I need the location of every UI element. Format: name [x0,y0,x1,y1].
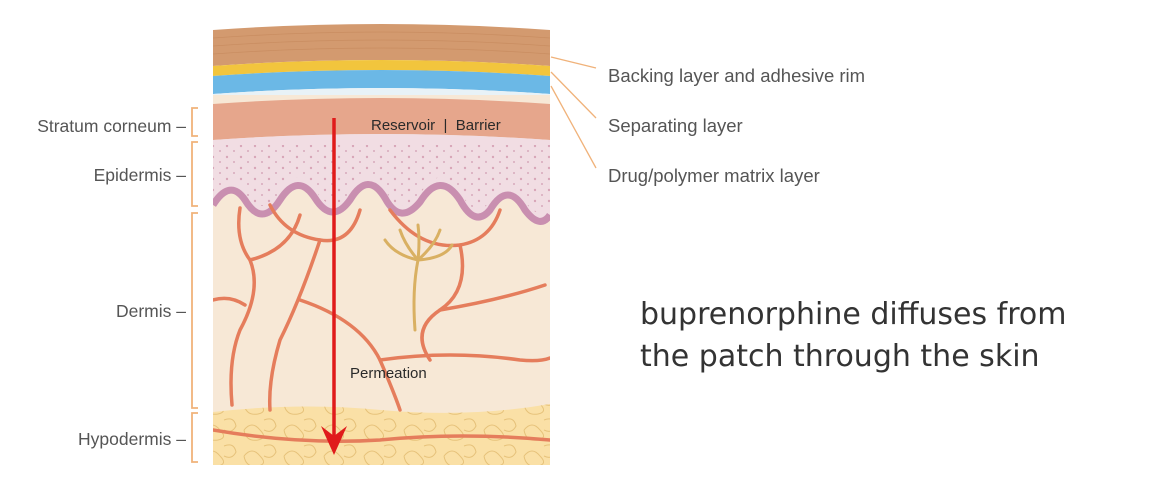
basal-layer [213,181,550,225]
epidermis-label: Epidermis – [94,165,187,185]
stratum-corneum-layer [213,98,550,140]
stratum-corneum-label: Stratum corneum – [37,116,186,136]
dermis-label: Dermis – [116,301,186,321]
caption: buprenorphine diffuses from the patch th… [640,294,1140,378]
caption-line-2: the patch through the skin [640,339,1040,374]
fat-cells [213,404,550,465]
backing-layer-label: Backing layer and adhesive rim [608,65,865,86]
backing-layer [213,24,550,66]
caption-line-1: buprenorphine diffuses from [640,297,1067,332]
skin-block [213,95,550,465]
permeation-arrow [321,118,347,455]
blood-vessels [213,203,550,443]
patch [212,24,551,102]
reservoir-barrier-label: Reservoir | Barrier [371,117,501,134]
leader-lines [550,56,597,169]
hypodermis-label: Hypodermis – [78,429,186,449]
left-brackets [191,107,198,463]
adhesive-layer [213,60,550,76]
gland [383,223,454,332]
separating-layer-label: Separating layer [608,115,743,136]
matrix-layer-label: Drug/polymer matrix layer [608,165,820,186]
permeation-label: Permeation [350,365,427,382]
epidermis-dots [213,145,550,213]
separating-layer [213,70,550,94]
backing-texture [212,31,551,55]
